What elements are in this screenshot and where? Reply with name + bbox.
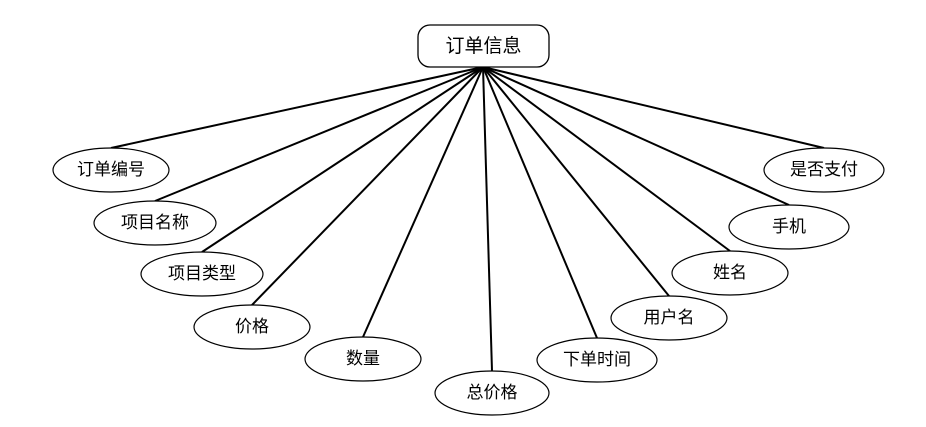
attribute-ellipse [610, 295, 728, 341]
attribute-ellipse [93, 200, 217, 246]
attribute-label: 项目名称 [121, 213, 189, 233]
attribute-ellipse [728, 204, 850, 250]
attribute-label: 手机 [772, 217, 806, 237]
connector-is-paid [482, 66, 825, 149]
attribute-order-time: 下单时间 [536, 337, 658, 383]
connector-lines [110, 66, 825, 372]
attribute-ellipse [52, 147, 170, 193]
attribute-label: 姓名 [713, 263, 747, 283]
attribute-label: 数量 [346, 349, 380, 369]
connector-phone [482, 66, 790, 206]
attribute-name: 姓名 [671, 250, 789, 296]
connector-username [482, 66, 670, 297]
attribute-ellipse [434, 370, 550, 416]
attribute-ellipse [671, 250, 789, 296]
attribute-ellipse [193, 304, 311, 350]
attribute-ellipse [536, 337, 658, 383]
attribute-username: 用户名 [610, 295, 728, 341]
connector-project-type [201, 66, 484, 253]
connector-total-price [482, 66, 493, 372]
connector-quantity [362, 66, 484, 338]
entity-node: 订单信息 [417, 24, 550, 68]
connector-project-name [154, 66, 484, 202]
attribute-total-price: 总价格 [434, 370, 550, 416]
attribute-quantity: 数量 [304, 336, 422, 382]
connector-order-time [482, 66, 598, 339]
attribute-project-type: 项目类型 [140, 251, 264, 297]
attribute-label: 用户名 [644, 308, 695, 328]
connector-price [251, 66, 484, 306]
attribute-ellipse [140, 251, 264, 297]
attribute-label: 价格 [235, 317, 269, 337]
attribute-label: 项目类型 [168, 264, 236, 284]
attribute-is-paid: 是否支付 [763, 147, 885, 193]
attribute-label: 是否支付 [790, 160, 858, 180]
attribute-ellipse [763, 147, 885, 193]
attribute-phone: 手机 [728, 204, 850, 250]
attribute-order-number: 订单编号 [52, 147, 170, 193]
entity-label: 订单信息 [445, 35, 521, 57]
connector-name [482, 66, 731, 252]
attribute-project-name: 项目名称 [93, 200, 217, 246]
connector-order-number [110, 66, 484, 149]
attribute-ellipse [304, 336, 422, 382]
attribute-label: 订单编号 [77, 160, 145, 180]
attribute-label: 总价格 [467, 383, 518, 403]
attribute-label: 下单时间 [563, 350, 631, 370]
attribute-price: 价格 [193, 304, 311, 350]
entity-box [417, 24, 550, 68]
